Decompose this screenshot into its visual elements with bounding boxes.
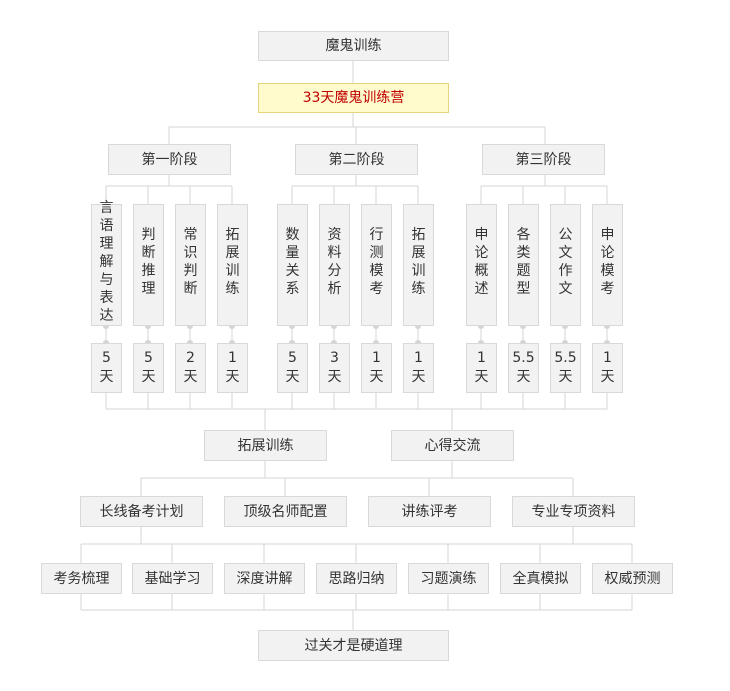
feature-box: 讲练评考 [368, 496, 491, 527]
topic-column: 言语理解与表达 [91, 200, 122, 326]
conclusion-box: 过关才是硬道理 [258, 630, 449, 661]
title-box: 魔鬼训练 [258, 31, 449, 61]
benefit-box: 思路归纳 [316, 563, 397, 594]
topic-column: 拓展训练 [217, 204, 248, 326]
benefit-box: 权威预测 [592, 563, 673, 594]
topic-column: 拓展训练 [403, 204, 434, 326]
topic-column: 判断推理 [133, 204, 164, 326]
topic-column: 公文作文 [550, 204, 581, 326]
experience-sharing-box: 心得交流 [391, 430, 514, 461]
benefit-box: 基础学习 [132, 563, 213, 594]
stage-2-header: 第二阶段 [295, 144, 418, 175]
camp-box: 33天魔鬼训练营 [258, 83, 449, 113]
topic-column: 申论概述 [466, 204, 497, 326]
topic-column: 数量关系 [277, 204, 308, 326]
topic-column: 各类题型 [508, 204, 539, 326]
stage-1-header: 第一阶段 [108, 144, 231, 175]
benefit-box: 习题演练 [408, 563, 489, 594]
benefit-box: 考务梳理 [41, 563, 122, 594]
benefit-box: 深度讲解 [224, 563, 305, 594]
feature-box: 专业专项资料 [512, 496, 635, 527]
benefit-box: 全真模拟 [500, 563, 581, 594]
extension-training-box: 拓展训练 [204, 430, 327, 461]
stage-3-header: 第三阶段 [482, 144, 605, 175]
topic-column: 资料分析 [319, 204, 350, 326]
topic-column: 行测模考 [361, 204, 392, 326]
feature-box: 顶级名师配置 [224, 496, 347, 527]
topic-column: 常识判断 [175, 204, 206, 326]
topic-column: 申论模考 [592, 204, 623, 326]
feature-box: 长线备考计划 [80, 496, 203, 527]
